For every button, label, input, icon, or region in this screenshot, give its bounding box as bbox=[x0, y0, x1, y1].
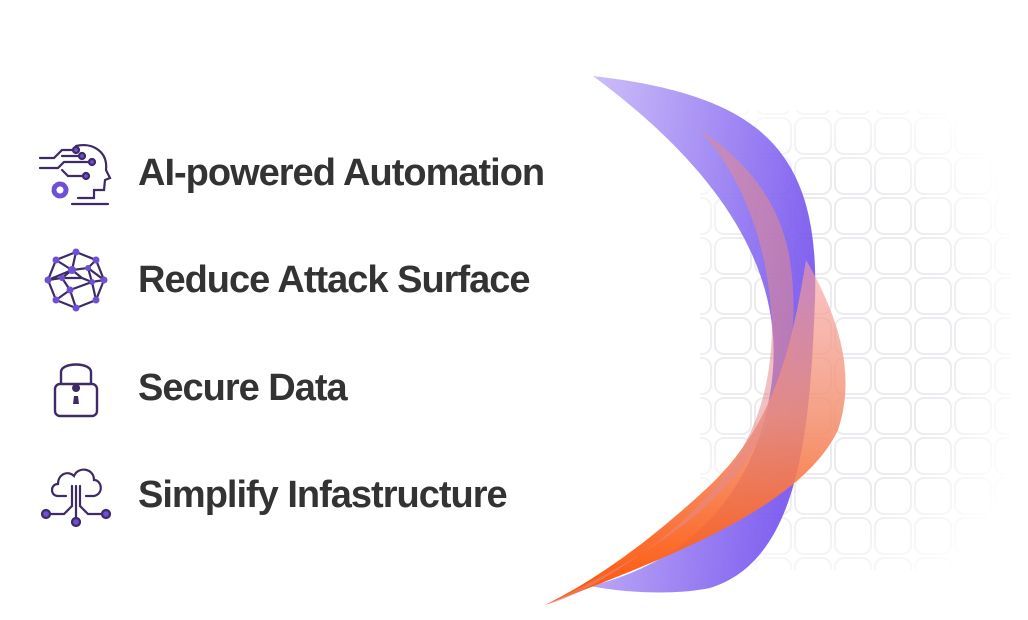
cloud-network-icon bbox=[36, 455, 116, 535]
feature-ai-automation: AI-powered Automation bbox=[36, 133, 545, 213]
network-globe-icon bbox=[36, 240, 116, 320]
feature-reduce-attack-surface: Reduce Attack Surface bbox=[36, 240, 531, 320]
feature-label: Reduce Attack Surface bbox=[138, 258, 531, 301]
orange-ribbon bbox=[545, 260, 846, 605]
feature-secure-data: Secure Data bbox=[36, 348, 348, 428]
feature-simplify-infrastructure: Simplify Infastructure bbox=[36, 455, 508, 535]
ai-head-circuit-icon bbox=[36, 133, 116, 213]
feature-label: AI-powered Automation bbox=[138, 151, 545, 194]
padlock-icon bbox=[36, 348, 116, 428]
feature-label: Secure Data bbox=[138, 366, 348, 409]
feature-label: Simplify Infastructure bbox=[138, 473, 508, 516]
